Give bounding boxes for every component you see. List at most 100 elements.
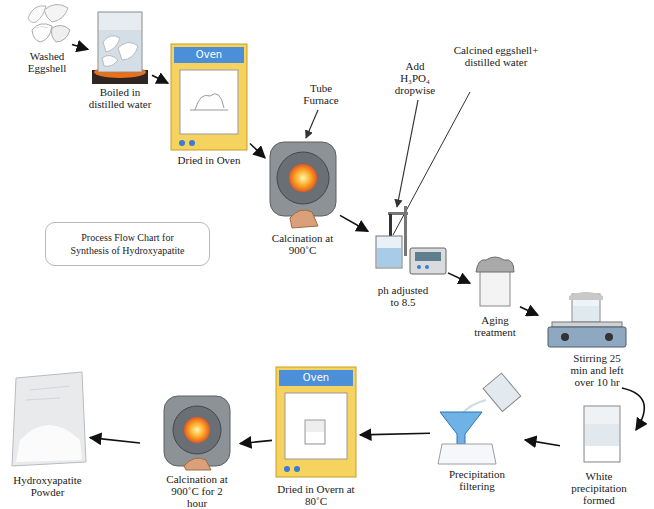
tube-furnace-art bbox=[184, 458, 211, 470]
process-step: OvenDried in Oven bbox=[168, 42, 250, 166]
oven-art bbox=[180, 70, 238, 134]
title-text: Process Flow Chart for Synthesis of Hydr… bbox=[62, 231, 194, 257]
boiling-beaker-art bbox=[99, 30, 141, 71]
filtering-art bbox=[483, 373, 521, 411]
stirrer-art bbox=[569, 292, 603, 300]
ph-meter-art bbox=[417, 265, 421, 269]
leader-line bbox=[397, 100, 418, 207]
tube-furnace-art bbox=[289, 164, 317, 192]
aging-jar-art bbox=[476, 257, 514, 272]
ph-meter-art bbox=[410, 248, 446, 274]
eggshell-art bbox=[52, 25, 71, 42]
eggshell-art bbox=[36, 27, 48, 29]
eggshell-art bbox=[28, 6, 46, 23]
process-step: Precipitation filtering bbox=[430, 372, 525, 492]
aging-jar-art bbox=[480, 270, 510, 306]
flow-arrow bbox=[72, 45, 88, 50]
filtering-art bbox=[440, 412, 482, 444]
oven-art bbox=[294, 466, 300, 472]
precipitate-beaker-art bbox=[585, 424, 619, 461]
eggshell-art bbox=[32, 24, 52, 42]
flow-arrow bbox=[360, 433, 430, 435]
callout-label: Calcined eggshell+ distilled water bbox=[452, 44, 540, 68]
step-caption: Calcination at 900˚C bbox=[270, 232, 335, 256]
flow-arrow bbox=[250, 143, 265, 157]
flow-arrow bbox=[525, 440, 560, 446]
title-box: Process Flow Chart for Synthesis of Hydr… bbox=[45, 222, 210, 266]
powder-bag-art bbox=[12, 372, 86, 466]
tube-furnace-art bbox=[164, 396, 230, 466]
oven-art bbox=[305, 420, 325, 444]
oven-art bbox=[171, 44, 247, 150]
process-step: Boiled in distilled water bbox=[88, 8, 152, 110]
oven-art bbox=[276, 367, 356, 477]
oven-art bbox=[276, 367, 356, 477]
flow-arrow bbox=[340, 215, 368, 231]
stirrer-art bbox=[548, 327, 626, 347]
tube-furnace-art bbox=[270, 142, 336, 216]
process-step: ph adjusted to 8.5 bbox=[368, 200, 448, 308]
process-step: Calcination at 900˚C bbox=[265, 132, 340, 256]
filtering-art bbox=[438, 444, 496, 464]
stirrer-art bbox=[605, 333, 613, 341]
eggshell-art bbox=[28, 4, 70, 42]
step-caption: Aging treatment bbox=[470, 314, 520, 338]
callout-label: Tube Furnace bbox=[296, 82, 346, 106]
flow-arrow bbox=[520, 307, 538, 316]
ph-meter-art bbox=[377, 248, 401, 267]
step-caption: Stirring 25 min and left over 10 hr bbox=[564, 352, 630, 388]
oven-art bbox=[285, 393, 347, 459]
powder-bag-art bbox=[26, 386, 70, 400]
precipitate-beaker-art bbox=[585, 446, 619, 461]
tube-furnace-art bbox=[184, 417, 210, 443]
oven-label: Oven bbox=[174, 47, 244, 63]
flow-arrow bbox=[622, 388, 644, 430]
tube-furnace-art bbox=[164, 396, 230, 470]
step-caption: Calcination at 900˚C for 2 hour bbox=[162, 473, 232, 509]
boiling-beaker-art bbox=[103, 36, 120, 52]
process-step: Aging treatment bbox=[470, 252, 520, 338]
oven-art bbox=[190, 94, 228, 110]
leader-line bbox=[306, 92, 470, 235]
step-caption: Boiled in distilled water bbox=[88, 86, 152, 110]
step-caption: Precipitation filtering bbox=[432, 468, 522, 492]
stirrer-art bbox=[552, 322, 622, 327]
aging-jar-art bbox=[476, 257, 514, 306]
process-step: White precipitation formed bbox=[560, 398, 636, 506]
oven-label: Oven bbox=[279, 370, 353, 386]
flow-arrow bbox=[448, 273, 470, 283]
ph-meter-art bbox=[376, 206, 446, 274]
oven-art bbox=[306, 432, 324, 443]
step-caption: Dried in Overn at 80˚C bbox=[272, 483, 360, 507]
precipitate-beaker-art bbox=[584, 406, 620, 462]
powder-bag-art bbox=[16, 425, 82, 462]
process-step: Calcination at 900˚C for 2 hour bbox=[140, 388, 240, 509]
stirrer-art bbox=[561, 333, 569, 341]
boiling-beaker-art bbox=[92, 12, 148, 84]
tube-furnace-art bbox=[277, 152, 329, 204]
boiling-beaker-art bbox=[118, 42, 138, 60]
filtering-art bbox=[438, 373, 521, 464]
step-caption: Dried in Oven bbox=[168, 154, 250, 166]
process-step: Hydroxyapatite Powder bbox=[5, 368, 90, 498]
boiling-beaker-art bbox=[102, 55, 118, 66]
flow-arrow bbox=[240, 440, 272, 443]
oven-art bbox=[179, 140, 185, 146]
filtering-art bbox=[483, 373, 521, 411]
ph-meter-art bbox=[376, 236, 402, 268]
boiling-beaker-art bbox=[98, 12, 142, 72]
step-caption: Hydroxyapatite Powder bbox=[5, 474, 90, 498]
process-step: OvenDried in Overn at 80˚C bbox=[272, 365, 360, 507]
callout-label: Add H₃PO₄ dropwise bbox=[394, 60, 436, 96]
oven-art bbox=[189, 140, 195, 146]
flow-arrow bbox=[152, 75, 168, 83]
powder-bag-art bbox=[12, 372, 86, 466]
tube-furnace-art bbox=[290, 210, 318, 228]
step-caption: Washed Eggshell bbox=[22, 50, 72, 74]
oven-art bbox=[174, 47, 244, 63]
precipitate-beaker-art bbox=[584, 406, 620, 462]
leader-line bbox=[306, 110, 318, 138]
process-step: Stirring 25 min and left over 10 hr bbox=[538, 288, 634, 388]
